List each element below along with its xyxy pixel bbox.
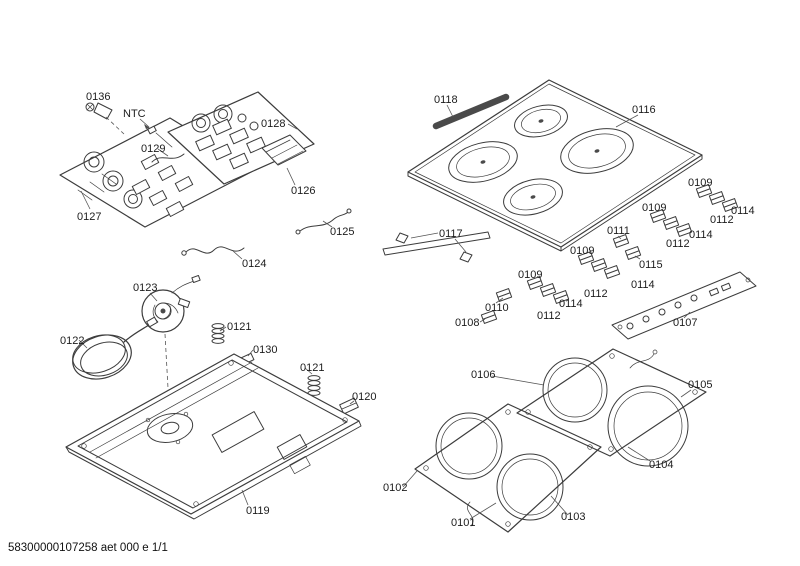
part-label-0102: 0102	[383, 482, 407, 494]
spring-left	[211, 323, 225, 344]
part-label-0112-d: 0112	[537, 310, 561, 322]
mounting-rail-0117	[382, 231, 491, 263]
spring-right	[307, 375, 321, 396]
wire-0129	[151, 153, 185, 163]
cooktop-glass-panel	[407, 79, 703, 252]
part-label-0112-c: 0112	[584, 288, 608, 300]
ntc-sensor	[144, 124, 173, 148]
cable-0125	[295, 208, 352, 235]
part-label-0112-b: 0112	[666, 238, 690, 250]
part-label-0121-a: 0121	[227, 321, 251, 333]
cable-0124	[181, 246, 245, 256]
part-label-0123: 0123	[133, 282, 157, 294]
part-label-0104: 0104	[649, 459, 673, 471]
part-label-0122: 0122	[60, 335, 84, 347]
screw-clip-0136	[85, 102, 125, 135]
part-label-0117: 0117	[439, 228, 463, 240]
part-label-0101: 0101	[451, 517, 475, 529]
part-label-ntc: NTC	[123, 108, 146, 120]
part-label-0127: 0127	[77, 211, 101, 223]
part-label-0136: 0136	[86, 91, 110, 103]
part-label-0107: 0107	[673, 317, 697, 329]
heater-carrier-upper	[516, 348, 707, 467]
heatsink-0126	[261, 134, 307, 166]
part-label-0114-a: 0114	[731, 205, 755, 217]
power-cord-coil	[72, 316, 158, 380]
part-label-0103: 0103	[561, 511, 585, 523]
part-label-0114-d: 0114	[559, 298, 583, 310]
part-label-0124: 0124	[242, 258, 266, 270]
document-number: 58300000107258 aet 000 e 1/1	[8, 542, 168, 554]
connector-0110	[495, 288, 513, 302]
part-label-0109-a: 0109	[688, 177, 712, 189]
part-label-0115: 0115	[639, 259, 663, 271]
part-label-0125: 0125	[330, 226, 354, 238]
part-label-0120: 0120	[352, 391, 376, 403]
part-label-0106: 0106	[471, 369, 495, 381]
part-label-0118: 0118	[434, 94, 458, 106]
connector-0115	[624, 246, 642, 260]
leader-lines	[78, 104, 692, 520]
part-label-0109-b: 0109	[642, 202, 666, 214]
housing-tray	[65, 353, 362, 520]
part-label-0110: 0110	[485, 302, 509, 314]
touch-control-board	[611, 271, 757, 340]
part-label-0109-c: 0109	[570, 245, 594, 257]
part-label-0108: 0108	[455, 317, 479, 329]
part-label-0128: 0128	[261, 118, 285, 130]
part-label-0130: 0130	[253, 344, 277, 356]
part-label-0105: 0105	[688, 379, 712, 391]
part-label-0121-b: 0121	[300, 362, 324, 374]
part-label-0114-b: 0114	[689, 229, 713, 241]
part-label-0114-c: 0114	[631, 279, 655, 291]
control-board-upper	[167, 91, 315, 185]
part-label-0129: 0129	[141, 143, 165, 155]
part-label-0116: 0116	[632, 104, 656, 116]
callout-labels: 0136 NTC 0129 0128 0127 0126 0125 0124 0…	[60, 91, 755, 529]
part-label-0111: 0111	[607, 225, 630, 237]
part-label-0112-a: 0112	[710, 214, 734, 226]
part-label-0109-d: 0109	[518, 269, 542, 281]
part-label-0126: 0126	[291, 185, 315, 197]
bracket-0120	[339, 397, 359, 415]
heater-carrier-lower	[414, 403, 602, 533]
part-label-0119: 0119	[246, 505, 270, 517]
trim-strip-0118	[432, 93, 510, 130]
